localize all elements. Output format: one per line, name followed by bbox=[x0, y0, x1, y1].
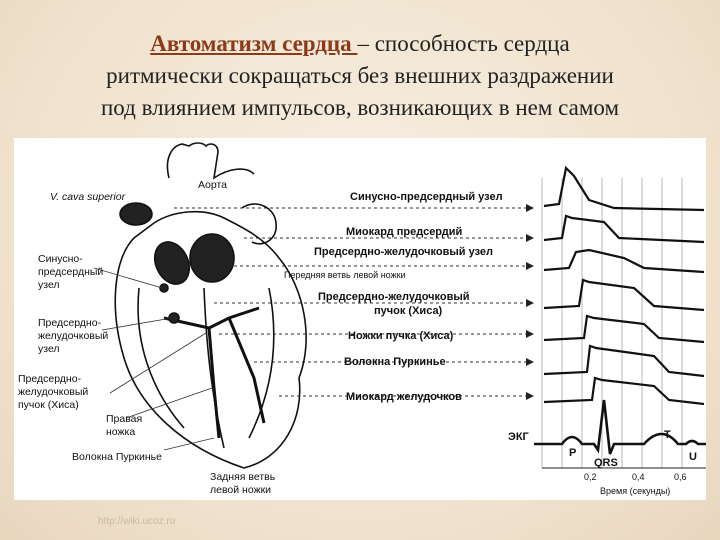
label-purkinje-left: Волокна Пуркинье bbox=[72, 451, 162, 463]
left-pointers bbox=[93, 267, 215, 451]
trace-atrial-myocardium bbox=[543, 214, 705, 244]
heart-outline bbox=[114, 210, 307, 469]
av-node-dot bbox=[168, 312, 180, 324]
valve-left bbox=[153, 241, 191, 285]
label-bundle-3: пучок (Хиса) bbox=[18, 399, 79, 411]
label-anterior-branch: Передняя ветвь левой ножки bbox=[284, 270, 406, 280]
label-r-sa-node: Синусно-предсердный узел bbox=[350, 191, 503, 203]
trace-av-node bbox=[543, 248, 705, 274]
label-r-ventricular-myocardium: Миокард желудочков bbox=[346, 391, 462, 403]
label-r-ecg: ЭКГ bbox=[508, 431, 530, 443]
trace-purkinje bbox=[543, 344, 705, 378]
title-term: Автоматизм сердца bbox=[150, 31, 358, 56]
label-r-atrial-myocardium: Миокард предсердий bbox=[346, 226, 462, 238]
slide-title: Автоматизм сердца – способность сердца р… bbox=[20, 28, 700, 124]
label-r-av-node: Предсердно-желудочковый узел bbox=[314, 246, 493, 258]
label-right-leg-1: Правая bbox=[106, 413, 142, 425]
valve-right bbox=[189, 233, 235, 283]
inner-wall-left bbox=[137, 287, 185, 429]
label-sa-node-1: Синусно- bbox=[38, 253, 83, 265]
label-r-bundle-legs: Ножки пучка (Хиса) bbox=[348, 330, 454, 342]
septum bbox=[203, 287, 225, 449]
leader-lines bbox=[174, 207, 526, 397]
label-wave-t: T bbox=[664, 429, 671, 441]
label-av-node-3: узел bbox=[38, 343, 60, 355]
title-line-3: под влиянием импульсов, возникающих в не… bbox=[100, 95, 620, 120]
leader-arrowheads bbox=[526, 204, 534, 400]
label-wave-p: P bbox=[569, 447, 576, 459]
label-aorta: Аорта bbox=[198, 179, 227, 191]
title-line-2: ритмически сокращаться без внешних раздр… bbox=[106, 63, 614, 88]
label-wave-u: U bbox=[689, 451, 697, 463]
heart-conduction-figure: V. cava superior Синусно- предсердный уз… bbox=[14, 138, 706, 500]
label-posterior-branch-1: Задняя ветвь bbox=[210, 471, 276, 483]
label-r-bundle-1: Предсердно-желудочковый bbox=[318, 291, 470, 303]
left-bundle-leg bbox=[227, 317, 266, 424]
title-line-1-rest: – способность сердца bbox=[357, 31, 570, 56]
label-sa-node-3: узел bbox=[38, 279, 60, 291]
trace-ecg bbox=[534, 399, 706, 455]
label-r-bundle-2: пучок (Хиса) bbox=[374, 305, 443, 317]
label-r-purkinje: Волокна Пуркинье bbox=[344, 356, 446, 368]
inner-wall-right bbox=[248, 287, 275, 439]
right-bundle-leg bbox=[207, 327, 221, 439]
label-av-node-1: Предсердно- bbox=[38, 317, 102, 329]
sa-node-dot bbox=[159, 283, 169, 293]
heart-conduction-diagram: V. cava superior Синусно- предсердный уз… bbox=[18, 142, 706, 496]
label-right-leg-2: ножка bbox=[106, 426, 135, 438]
time-tick-1: 0,2 bbox=[584, 472, 597, 482]
title-line-1: Автоматизм сердца – способность сердца bbox=[20, 28, 700, 60]
time-tick-2: 0,4 bbox=[632, 472, 645, 482]
watermark: http://wiki.ucoz.ru bbox=[98, 516, 176, 527]
aorta-outline bbox=[166, 142, 255, 180]
vena-cava-opening bbox=[119, 202, 153, 226]
action-potential-traces bbox=[534, 165, 706, 455]
trace-bundle bbox=[543, 278, 705, 312]
right-atrium-appendage bbox=[241, 203, 277, 245]
trace-bundle-legs bbox=[543, 314, 705, 344]
label-av-node-2: желудочковый bbox=[38, 330, 108, 342]
conduction-bundle bbox=[163, 306, 260, 330]
label-sa-node-2: предсердный bbox=[38, 266, 103, 278]
time-axis-label: Время (секунды) bbox=[600, 486, 670, 496]
trace-ventricular-myocardium bbox=[543, 376, 705, 406]
label-wave-qrs: QRS bbox=[594, 457, 618, 469]
label-vena-cava: V. cava superior bbox=[50, 191, 126, 203]
trace-sa-node bbox=[543, 165, 705, 212]
label-bundle-1: Предсердно- bbox=[18, 373, 82, 385]
trace-grid bbox=[541, 178, 706, 469]
label-bundle-2: желудочковый bbox=[18, 386, 88, 398]
time-tick-3: 0,6 bbox=[674, 472, 687, 482]
label-posterior-branch-2: левой ножки bbox=[210, 484, 271, 496]
heart-illustration bbox=[114, 142, 307, 469]
